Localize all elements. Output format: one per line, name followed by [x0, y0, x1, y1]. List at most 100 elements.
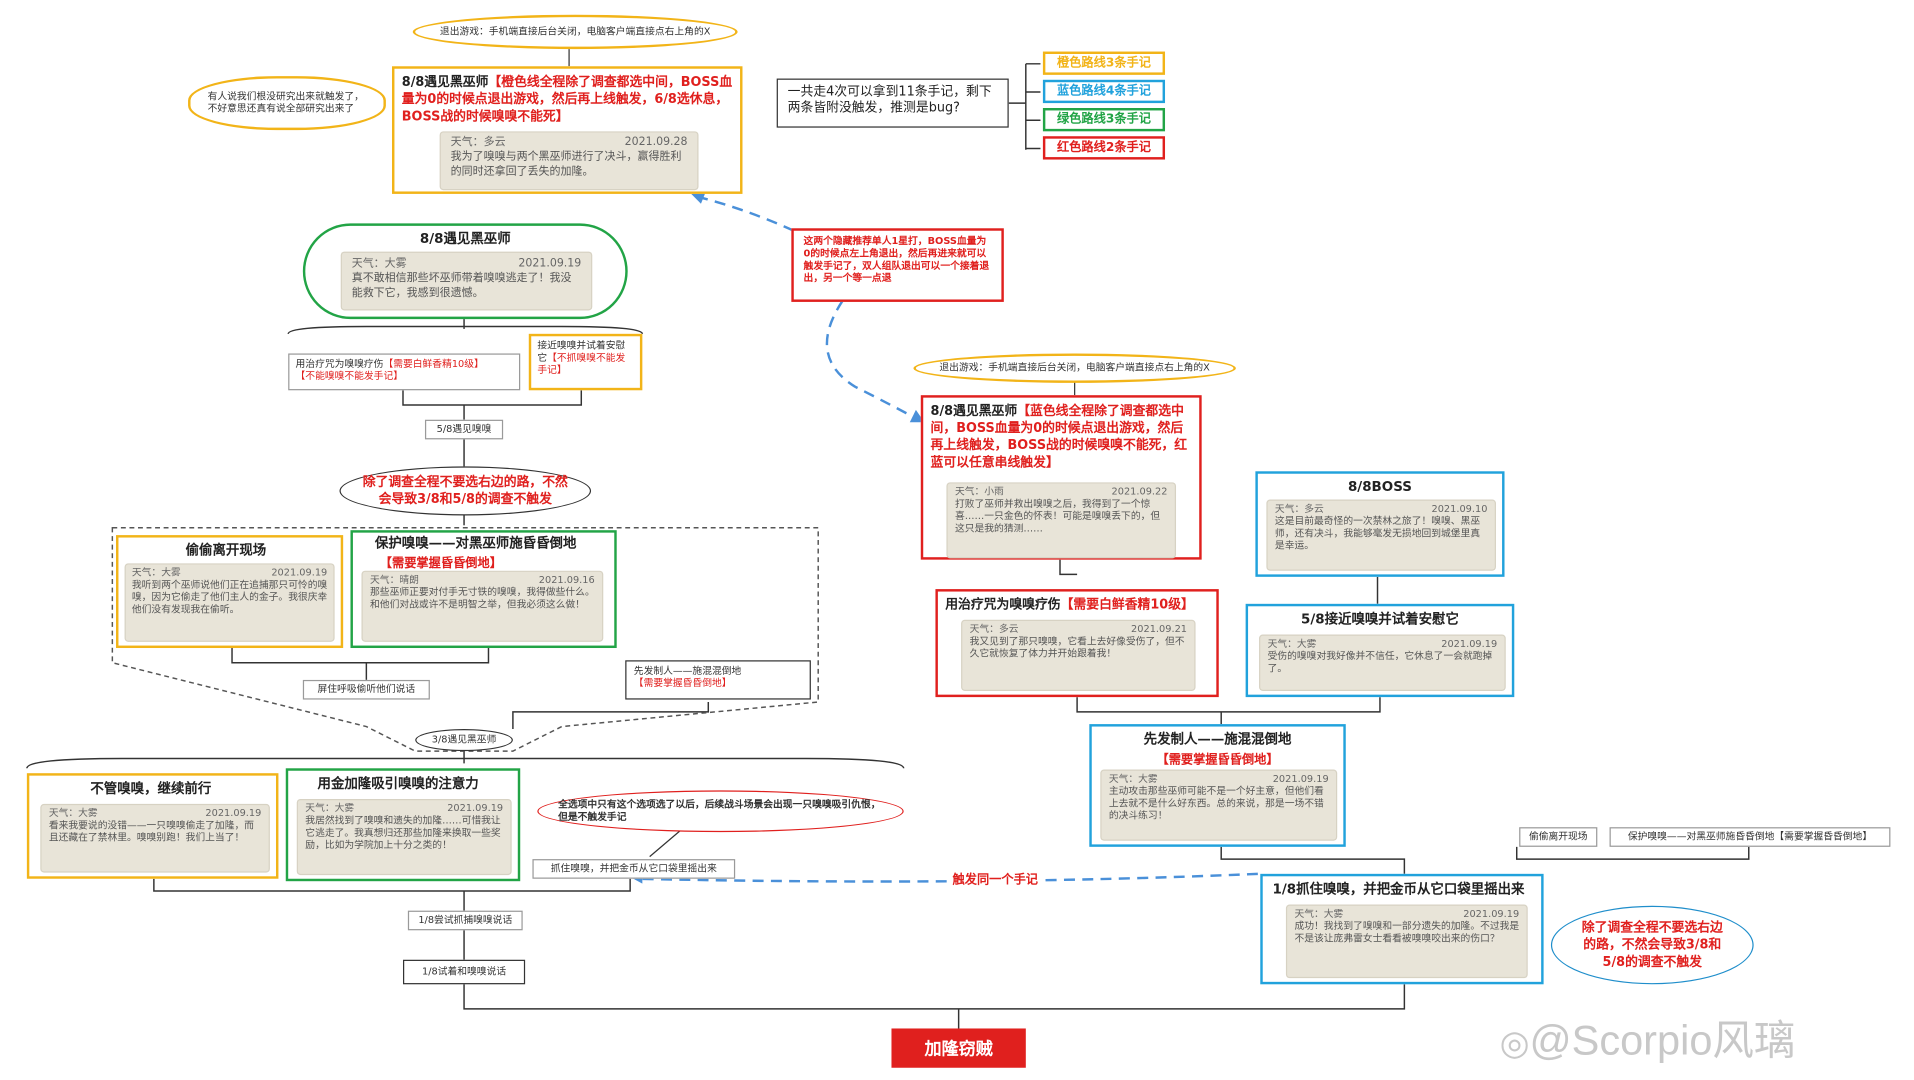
try-catch-label: 1/8尝试抓捕嗅嗅说话 — [407, 910, 523, 931]
legend-orange: 橙色路线3条手记 — [1042, 51, 1166, 75]
box-requirement: 【需要白鲜香精10级】 — [1060, 597, 1194, 613]
journal-note: 天气：大雾 2021.09.19 受伤的嗅嗅对我好像并不信任，它休息了一会就跑掉了… — [1260, 635, 1505, 690]
step-3-8-label: 3/8遇见黑巫师 — [415, 729, 513, 752]
warning-bubble-right: 除了调查全程不要选右边的路，不然会导致3/8和5/8的调查不触发 — [1550, 905, 1754, 985]
note-date: 2021.09.19 — [271, 567, 328, 579]
note-date: 2021.09.19 — [1441, 638, 1498, 650]
quest-title-box: 加隆窃贼 — [891, 1028, 1026, 1068]
option-label: 用治疗咒为嗅嗅疗伤 — [295, 358, 384, 370]
note-body: 那些巫师正要对付手无寸铁的嗅嗅，我得做些什么。和他们对战或许不是明智之举，但我必… — [370, 586, 595, 610]
comment-text: 有人说我们根没研究出来就触发了，不好意思还真有说全部研究出来了 — [207, 90, 364, 115]
note-body: 受伤的嗅嗅对我好像并不信任，它休息了一会就跑掉了。 — [1267, 650, 1493, 674]
note-weather: 天气：小雨 — [954, 486, 1004, 498]
option-requirement: 【需要白鲜香精10级】 — [383, 358, 484, 370]
box-title: 8/8遇见黑巫师 — [930, 403, 1018, 419]
warning-text: 除了调查全程不要选右边的路，不然会导致3/8和5/8的调查不触发 — [1581, 920, 1723, 970]
legend-red: 红色路线2条手记 — [1042, 136, 1166, 160]
note-body: 主动攻击那些巫师可能不是一个好主意，但他们看上去就不是什么好东西。总的来说，那是… — [1108, 785, 1324, 822]
box-title: 8/8遇见黑巫师 — [401, 74, 489, 90]
approach-option-blue: 5/8接近嗅嗅并试着安慰它 天气：大雾 2021.09.19 受伤的嗅嗅对我好像并… — [1245, 603, 1515, 698]
option-label: 偷偷离开现场 — [1528, 830, 1588, 842]
box-title: 5/8接近嗅嗅并试着安慰它 — [1300, 611, 1459, 628]
orange-route-final-box: 8/8遇见黑巫师【橙色线全程除了调查都选中间，BOSS血量为0的时候点退出游戏，… — [392, 66, 743, 194]
warning-bubble-red: 全选项中只有这个选项选了以后，后续战斗场景会出现一只嗅嗅吸引仇恨，但是不触发手记 — [537, 790, 904, 833]
watermark: ◎@Scorpio风璃 — [1500, 1006, 1796, 1066]
note-body: 我听到两个巫师说他们正在追捕那只可怜的嗅嗅，因为它偷走了他们主人的金子。我很庆幸… — [131, 579, 328, 615]
option-label: 抓住嗅嗅，并把金币从它口袋里摇出来 — [550, 862, 717, 874]
treat-option-gray: 用治疗咒为嗅嗅疗伤【需要白鲜香精10级】 【不能嗅嗅不能发手记】 — [288, 353, 521, 391]
step-label: 5/8遇见嗅嗅 — [436, 423, 492, 435]
blue-route-final-box: 8/8遇见黑巫师【蓝色线全程除了调查都选中间，BOSS血量为0的时候点退出游戏，… — [920, 395, 1202, 560]
exit-game-bubble-top: 退出游戏：手机端直接后台关闭，电脑客户端直接点右上角的X — [412, 14, 738, 50]
summary-box: 一共走4次可以拿到11条手记，剩下两条皆附没触发，推测是bug? — [776, 78, 1009, 128]
box-title: 用治疗咒为嗅嗅疗伤 — [945, 597, 1061, 613]
note-body: 我居然找到了嗅嗅和遗失的加隆……可惜我让它逃走了。我真想归还那些加隆来换取一些奖… — [305, 814, 501, 851]
note-date: 2021.09.19 — [518, 257, 582, 271]
legend-blue: 蓝色路线4条手记 — [1042, 79, 1166, 104]
comment-bubble-left: 有人说我们根没研究出来就触发了，不好意思还真有说全部研究出来了 — [188, 76, 386, 131]
note-weather: 天气：晴朗 — [370, 574, 419, 586]
option-label: 接近嗅嗅并试着安慰它 — [537, 339, 626, 364]
sneak-option-box: 偷偷离开现场 天气：大雾 2021.09.19 我听到两个巫师说他们正在追捕那只可… — [116, 535, 344, 649]
route-instructions: 【橙色线全程除了调查都选中间，BOSS血量为0的时候点退出游戏，然后再上线触发，… — [401, 74, 733, 124]
green-route-final-box: 8/8遇见黑巫师 天气：大雾 2021.09.19 真不敢相信那些坏巫师带着嗅嗅逃… — [302, 223, 628, 320]
note-body: 看来我要说的没错——一只嗅嗅偷走了加隆，而且还藏在了禁林里。嗅嗅别跑！我们上当了… — [48, 819, 255, 844]
journal-note: 天气：多云 2021.09.10 这是目前最奇怪的一次禁林之旅了！嗅嗅、黑巫师，还… — [1267, 500, 1495, 570]
exit-game-bubble-mid: 退出游戏：手机端直接后台关闭，电脑客户端直接点右上角的X — [913, 353, 1236, 383]
note-weather: 天气：大雾 — [351, 257, 407, 271]
note-weather: 天气：大雾 — [1108, 773, 1158, 785]
summary-text: 一共走4次可以拿到11条手记，剩下两条皆附没触发，推测是bug? — [787, 84, 992, 116]
approach-option-orange: 接近嗅嗅并试着安慰它【不抓嗅嗅不能发手记】 — [528, 333, 643, 391]
note-body: 真不敢相信那些坏巫师带着嗅嗅逃走了！我没能救下它，我感到很遗憾。 — [351, 272, 572, 300]
option-requirement: 【需要掌握昏昏倒地】 — [633, 677, 732, 689]
note-date: 2021.09.10 — [1431, 503, 1488, 515]
legend-label: 橙色路线3条手记 — [1056, 56, 1151, 70]
same-note-label: 触发同一个手记 — [950, 868, 1041, 888]
note-weather: 天气：多云 — [1274, 503, 1324, 515]
legend-label: 绿色路线3条手记 — [1056, 112, 1151, 127]
note-date: 2021.09.19 — [205, 807, 262, 819]
warning-text: 全选项中只有这个选项选了以后，后续战斗场景会出现一只嗅嗅吸引仇恨，但是不触发手记 — [558, 798, 881, 823]
box-requirement: 【需要掌握昏昏倒地】 — [379, 557, 502, 571]
note-weather: 天气：大雾 — [305, 802, 355, 814]
watermark-text: @Scorpio风璃 — [1529, 1017, 1796, 1065]
right-protect-label: 保护嗅嗅——对黑巫师施昏昏倒地【需要掌握昏昏倒地】 — [1609, 827, 1891, 847]
note-body: 成功！我找到了嗅嗅和一部分遗失的加隆。不过我是不是该让庞弗雷女士看看被嗅嗅咬出来… — [1294, 920, 1520, 944]
note-date: 2021.09.16 — [538, 574, 595, 586]
warning-text: 除了调查全程不要选右边的路，不然会导致3/8和5/8的调查不触发 — [362, 474, 568, 507]
note-body: 这是目前最奇怪的一次禁林之旅了！嗅嗅、黑巫师，还有决斗，我能够毫发无损地回到城堡… — [1274, 515, 1481, 552]
strike-first-option-small: 先发制人——施混混倒地【需要掌握昏昏倒地】 — [625, 660, 811, 700]
catch-option-small: 抓住嗅嗅，并把金币从它口袋里摇出来 — [532, 859, 736, 879]
journal-note: 天气：大雾 2021.09.19 主动攻击那些巫师可能不是一个好主意，但他们看上去… — [1101, 770, 1336, 840]
step-5-8-label: 5/8遇见嗅嗅 — [424, 419, 504, 440]
quest-title: 加隆窃贼 — [924, 1039, 993, 1060]
note-body: 我又见到了那只嗅嗅，它看上去好像受伤了，但不久它就恢复了体力并开始跟着我！ — [969, 635, 1185, 660]
box-title: 偷偷离开现场 — [185, 542, 267, 559]
hidden-tip-text: 这两个隐藏推荐单人1星打，BOSS血量为0的时候点左上角退出，然后再进来就可以触… — [803, 235, 990, 284]
step-label: 屏住呼吸偷听他们说话 — [317, 683, 416, 695]
note-weather: 天气：大雾 — [1267, 638, 1317, 650]
warning-bubble-middle: 除了调查全程不要选右边的路，不然会导致3/8和5/8的调查不触发 — [339, 466, 592, 516]
note-weather: 天气：大雾 — [131, 567, 181, 579]
legend-label: 红色路线2条手记 — [1056, 141, 1151, 155]
route-instructions: 【蓝色线全程除了调查都选中间，BOSS血量为0的时候点退出游戏，然后再上线触发，… — [930, 403, 1188, 471]
note-date: 2021.09.28 — [624, 136, 688, 149]
note-date: 2021.09.19 — [1272, 773, 1329, 785]
step-label: 3/8遇见黑巫师 — [431, 733, 497, 745]
journal-note: 天气：大雾 2021.09.19 我听到两个巫师说他们正在追捕那只可怜的嗅嗅，因为… — [125, 564, 334, 641]
note-date: 2021.09.22 — [1111, 486, 1168, 498]
option-label: 先发制人——施混混倒地 — [633, 665, 742, 677]
exit-game-text: 退出游戏：手机端直接后台关闭，电脑客户端直接点右上角的X — [439, 25, 711, 37]
box-title: 8/8遇见黑巫师 — [419, 230, 511, 247]
